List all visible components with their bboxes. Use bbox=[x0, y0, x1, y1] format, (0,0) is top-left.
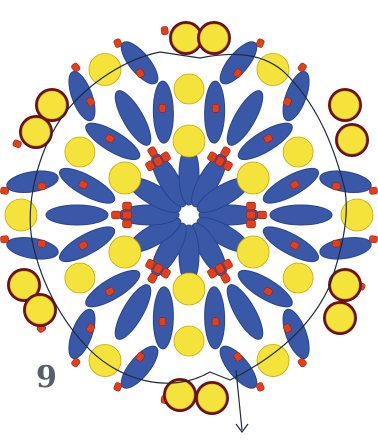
red-seed-bead bbox=[38, 240, 46, 247]
red-seed-bead bbox=[123, 211, 132, 219]
blue-dagger-bead bbox=[115, 341, 164, 394]
yellow-round-bead bbox=[283, 263, 313, 293]
red-seed-bead bbox=[159, 318, 166, 326]
yellow-round-bead bbox=[237, 162, 269, 194]
red-seed-bead bbox=[161, 26, 169, 35]
blue-dagger-bead bbox=[5, 234, 60, 262]
red-seed-bead bbox=[71, 357, 81, 367]
red-seed-bead bbox=[297, 62, 307, 72]
yellow-round-bead bbox=[257, 54, 289, 86]
blue-dagger-bead bbox=[270, 205, 332, 225]
yellow-round-bead bbox=[65, 263, 95, 293]
yellow-round-bead bbox=[283, 137, 313, 167]
red-seed-bead bbox=[112, 211, 121, 219]
yellow-ringed-bead bbox=[38, 91, 66, 119]
red-seed-bead bbox=[247, 211, 256, 219]
yellow-round-bead bbox=[174, 326, 204, 356]
yellow-round-bead bbox=[257, 344, 289, 376]
yellow-round-bead bbox=[173, 125, 205, 157]
red-seed-bead bbox=[0, 235, 9, 243]
yellow-round-bead bbox=[237, 236, 269, 268]
yellow-round-bead bbox=[109, 162, 141, 194]
red-seed-bead bbox=[71, 62, 81, 72]
yellow-ringed-bead bbox=[172, 24, 200, 52]
yellow-ringed-bead bbox=[338, 126, 366, 154]
red-seed-bead bbox=[247, 202, 256, 210]
red-seed-bead bbox=[212, 318, 219, 326]
red-seed-bead bbox=[332, 183, 340, 190]
blue-dagger-bead bbox=[318, 234, 373, 262]
red-seed-bead bbox=[212, 104, 219, 112]
yellow-round-bead bbox=[174, 74, 204, 104]
red-seed-bead bbox=[369, 187, 378, 195]
red-seed-bead bbox=[0, 187, 9, 195]
blue-dagger-bead bbox=[115, 36, 164, 89]
yellow-ringed-bead bbox=[331, 271, 359, 299]
yellow-ringed-bead bbox=[198, 384, 226, 412]
blue-dagger-bead bbox=[46, 205, 108, 225]
yellow-ringed-bead bbox=[26, 296, 54, 324]
red-seed-bead bbox=[247, 220, 256, 228]
red-seed-bead bbox=[369, 235, 378, 243]
red-seed-bead bbox=[123, 220, 132, 228]
red-seed-bead bbox=[38, 183, 46, 190]
yellow-ringed-bead bbox=[326, 304, 354, 332]
step-number-label: 9 bbox=[36, 360, 57, 395]
yellow-ringed-bead bbox=[331, 91, 359, 119]
yellow-ringed-bead bbox=[166, 381, 194, 409]
red-seed-bead bbox=[12, 139, 22, 148]
red-seed-bead bbox=[258, 211, 267, 219]
red-seed-bead bbox=[159, 104, 166, 112]
yellow-ringed-bead bbox=[200, 24, 228, 52]
yellow-round-bead bbox=[109, 236, 141, 268]
red-seed-bead bbox=[297, 357, 307, 367]
yellow-ringed-bead bbox=[22, 118, 50, 146]
yellow-round-bead bbox=[89, 344, 121, 376]
red-seed-bead bbox=[332, 240, 340, 247]
yellow-round-bead bbox=[65, 137, 95, 167]
yellow-round-bead bbox=[5, 199, 37, 231]
red-seed-bead bbox=[123, 202, 132, 210]
yellow-round-bead bbox=[173, 273, 205, 305]
